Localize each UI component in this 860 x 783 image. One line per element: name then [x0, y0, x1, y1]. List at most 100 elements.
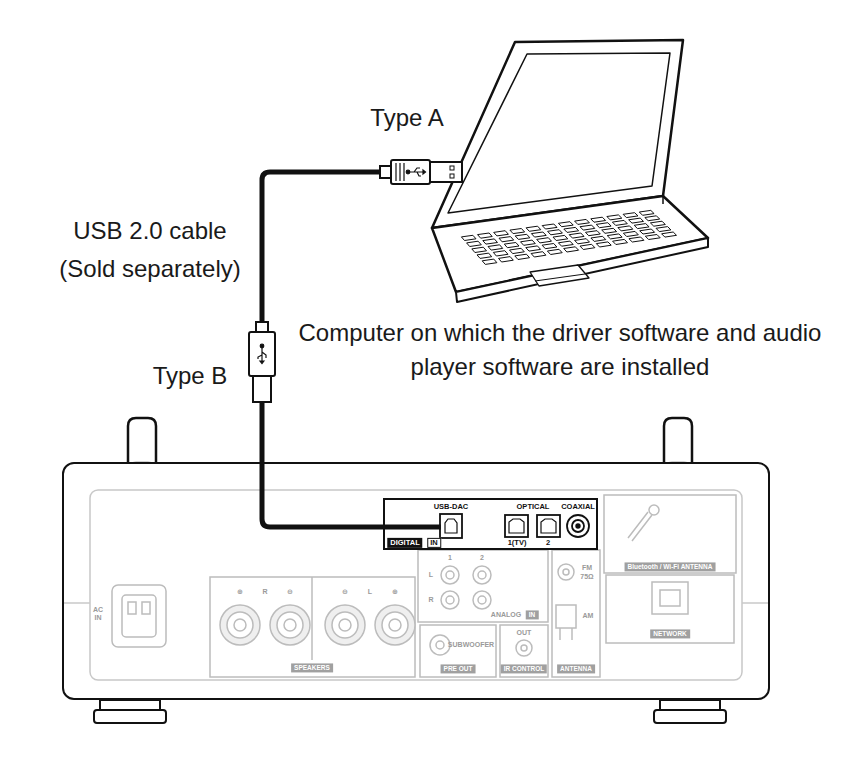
usb-symbol [423, 170, 426, 174]
keyboard-key [656, 227, 671, 232]
panel-connectors [660, 590, 680, 606]
keyboard-key [596, 223, 611, 228]
digital-in-ports [537, 515, 560, 537]
usb-type-b-plug [253, 376, 271, 402]
keyboard-key [493, 251, 508, 256]
keyboard-key [564, 247, 579, 252]
panel-connectors [604, 495, 736, 573]
foot [100, 700, 160, 710]
port-number: 1(TV) [508, 539, 527, 547]
digital-in-ports [440, 514, 462, 538]
usb-type-a-plug [430, 162, 462, 182]
panel-connectors [122, 595, 156, 637]
keyboard-key [510, 248, 525, 253]
terminal-label: 75Ω [580, 573, 593, 581]
panel-connectors [516, 640, 532, 656]
plug-label: Type B [153, 363, 228, 389]
keyboard-key [488, 245, 503, 250]
keyboard-key [612, 220, 627, 225]
panel-connectors [478, 571, 486, 579]
input-number: 2 [480, 554, 484, 562]
panel-connectors [473, 566, 491, 584]
panel-connectors [473, 591, 491, 609]
laptop-illustration [448, 53, 670, 213]
keyboard-key [645, 216, 660, 221]
panel-connectors [430, 635, 450, 655]
keyboard-key [613, 239, 628, 244]
usb-type-a-plug [403, 163, 404, 181]
laptop-illustration [530, 265, 589, 286]
keyboard-key [542, 224, 557, 229]
keyboard-key [504, 243, 519, 248]
keyboard-key [558, 241, 573, 246]
keyboard-key [531, 252, 546, 257]
usb-symbol [406, 170, 410, 174]
digital-in-ports [567, 515, 589, 537]
rear-panel [90, 490, 742, 680]
usb-type-a-plug [380, 160, 462, 184]
usb-cable [383, 525, 441, 530]
keyboard-key [575, 219, 590, 224]
panel-connectors [606, 575, 734, 643]
keyboard-key [472, 247, 487, 252]
polarity-mark: ⊖ [342, 588, 348, 596]
panel-connectors [500, 625, 548, 677]
panel-connectors [436, 641, 444, 649]
keyboard-key [515, 254, 530, 259]
section-label: IN [427, 538, 441, 548]
keyboard-key [634, 224, 649, 229]
terminal-label: FM [582, 564, 592, 572]
usb-type-a-plug [450, 166, 454, 170]
panel-connectors [521, 645, 527, 651]
digital-in-ports [440, 514, 589, 538]
foot [94, 700, 726, 723]
channel-label: L [429, 571, 433, 579]
panel-connectors [311, 577, 313, 660]
keyboard-key [521, 240, 536, 245]
keyboard-key [650, 221, 665, 226]
usb-symbol [260, 344, 264, 348]
panel-connectors [441, 591, 459, 609]
terminal-label: SUBWOOFER [448, 641, 494, 649]
usb-type-a-plug [399, 163, 400, 181]
section-label: SPEAKERS [291, 663, 333, 672]
rear-panel [742, 602, 768, 604]
plug-label: Type A [370, 105, 443, 131]
channel-label: R [262, 588, 267, 596]
keyboard-key [510, 229, 525, 234]
section-label: ANTENNA [557, 664, 595, 673]
usb-symbol [406, 168, 425, 176]
computer-caption: Computer on which the driver software an… [280, 316, 840, 384]
keyboard-key [623, 213, 638, 218]
unit-body [62, 462, 770, 723]
polarity-mark: ⊕ [392, 588, 398, 596]
receiver-unit: USB-DACOPTICALCOAXIAL1(TV)2DIGITALINBlue… [62, 462, 770, 700]
section-label: IR CONTROL [501, 664, 547, 673]
keyboard-key [548, 230, 563, 235]
laptop-illustration [662, 196, 664, 204]
keyboard-key [564, 227, 579, 232]
port-number: 2 [546, 539, 550, 547]
keyboard-key [591, 217, 606, 222]
unit-body [62, 462, 770, 700]
section-label: Bluetooth / Wi-Fi ANTENNA [625, 562, 716, 571]
keyboard-key [547, 249, 562, 254]
section-label: NETWORK [650, 629, 690, 638]
channel-label: R [428, 596, 433, 604]
panel-connectors [142, 602, 150, 614]
section-label: PRE OUT [441, 664, 476, 673]
rear-panel [64, 602, 90, 604]
keyboard-key [591, 236, 606, 241]
input-number: 1 [448, 554, 452, 562]
panel-connectors [277, 612, 303, 638]
panel-connectors [210, 577, 415, 677]
panel-connectors [220, 605, 260, 645]
usb-type-b-plug [249, 322, 275, 402]
antenna [128, 418, 156, 462]
panel-connectors [446, 596, 454, 604]
laptop-illustration [432, 40, 708, 302]
laptop-illustration [432, 196, 708, 292]
panel-connectors [446, 571, 454, 579]
panel-connectors [441, 566, 459, 584]
